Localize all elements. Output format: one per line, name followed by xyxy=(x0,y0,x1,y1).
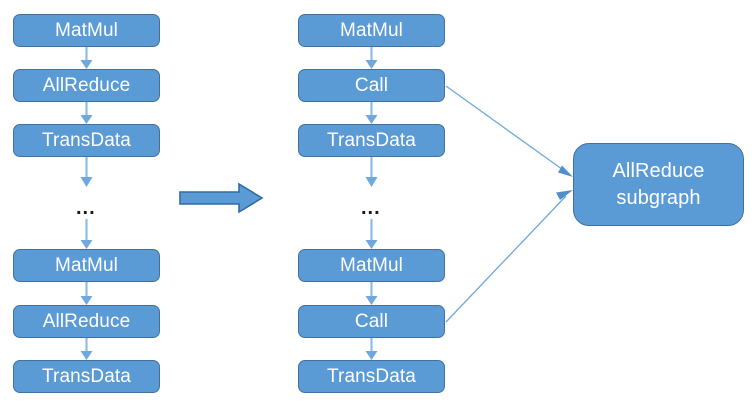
left-flow-arrow-ellipsis-to-matmul xyxy=(80,219,93,249)
node-left-allreduce-1[interactable]: AllReduce xyxy=(13,69,160,102)
node-left-allreduce-2[interactable]: AllReduce xyxy=(13,305,160,338)
mid-flow-arrow-call-to-transdata xyxy=(365,102,378,124)
middle-column-ellipsis: ... xyxy=(361,197,381,219)
node-left-matmul-2[interactable]: MatMul xyxy=(13,249,160,282)
node-left-transdata-1[interactable]: TransData xyxy=(13,124,160,157)
left-flow-arrow-matmul-to-allreduce xyxy=(80,47,93,69)
left-flow-arrow-matmul2-to-allreduce2 xyxy=(80,282,93,305)
mid-flow-arrow-transdata-to-ellipsis xyxy=(365,157,378,187)
mid-flow-arrow-matmul2-to-call2 xyxy=(365,282,378,305)
node-mid-matmul-2[interactable]: MatMul xyxy=(298,249,445,282)
subgraph-label-line2: subgraph xyxy=(616,186,701,209)
mid-flow-arrow-call2-to-transdata2 xyxy=(365,338,378,360)
node-allreduce-subgraph[interactable]: AllReduce subgraph xyxy=(573,143,744,226)
node-mid-call-2[interactable]: Call xyxy=(298,305,445,338)
left-column-ellipsis: ... xyxy=(76,197,96,219)
node-mid-transdata-2[interactable]: TransData xyxy=(298,360,445,393)
node-mid-matmul-1[interactable]: MatMul xyxy=(298,14,445,47)
call-to-subgraph-link-bottom xyxy=(445,190,573,323)
left-flow-arrow-allreduce2-to-transdata2 xyxy=(80,338,93,360)
left-flow-arrow-transdata-to-ellipsis xyxy=(80,157,93,187)
node-mid-transdata-1[interactable]: TransData xyxy=(298,124,445,157)
node-mid-call-1[interactable]: Call xyxy=(298,69,445,102)
subgraph-label-line1: AllReduce xyxy=(612,159,705,182)
left-flow-arrow-allreduce-to-transdata xyxy=(80,102,93,124)
mid-flow-arrow-ellipsis-to-matmul xyxy=(365,219,378,249)
call-to-subgraph-link-top xyxy=(445,85,573,177)
transform-arrow-shape xyxy=(179,182,264,214)
node-left-matmul-1[interactable]: MatMul xyxy=(13,14,160,47)
mid-flow-arrow-matmul-to-call xyxy=(365,47,378,69)
node-left-transdata-2[interactable]: TransData xyxy=(13,360,160,393)
